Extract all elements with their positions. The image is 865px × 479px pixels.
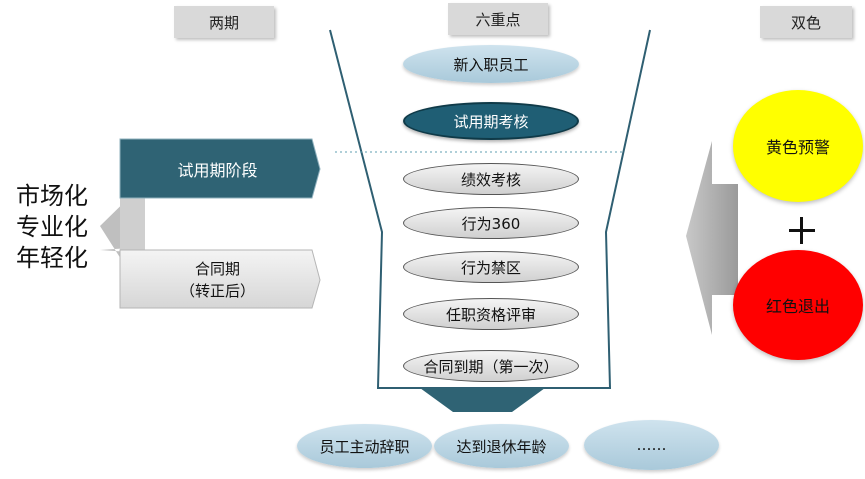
right-arrow-shape — [686, 141, 738, 335]
red-exit-circle: 红色退出 — [733, 250, 863, 360]
label-marketization: 市场化 — [16, 182, 88, 210]
header-six-points-label: 六重点 — [475, 10, 521, 29]
probation-chevron — [119, 138, 321, 199]
red-exit-label: 红色退出 — [765, 297, 830, 316]
yellow-warning-label: 黄色预警 — [765, 138, 830, 157]
header-two-periods-label: 两期 — [208, 13, 239, 32]
ellipsis-ellipse: …… — [584, 420, 719, 470]
contract-stage-line2: （转正后） — [179, 282, 255, 300]
contract-chevron — [119, 249, 321, 309]
header-two-colors: 双色 — [760, 6, 852, 38]
header-two-colors-label: 双色 — [790, 13, 821, 32]
behavior-360-ellipse: 行为360 — [403, 207, 579, 239]
yellow-warning-circle: 黄色预警 — [733, 90, 863, 202]
behavior-forbidden-ellipse: 行为禁区 — [403, 251, 579, 283]
funnel-down-arrow — [420, 388, 545, 412]
contract-expiry-ellipse: 合同到期（第一次） — [403, 350, 579, 382]
voluntary-resignation-ellipse: 员工主动辞职 — [297, 424, 432, 468]
plus-vertical — [800, 217, 803, 244]
label-rejuvenation: 年轻化 — [16, 244, 88, 272]
header-six-points: 六重点 — [448, 3, 548, 35]
performance-review-ellipse: 绩效考核 — [403, 163, 579, 195]
retirement-age-ellipse: 达到退休年龄 — [434, 424, 569, 468]
header-two-periods: 两期 — [174, 6, 274, 38]
contract-stage-label: 合同期 （转正后） — [120, 252, 315, 308]
contract-stage-line1: 合同期 — [194, 260, 240, 278]
probation-assessment-ellipse: 试用期考核 — [403, 102, 579, 140]
probation-stage-label: 试用期阶段 — [177, 160, 258, 180]
new-employee-ellipse: 新入职员工 — [403, 45, 579, 83]
label-professionalization: 专业化 — [16, 213, 88, 241]
qualification-review-ellipse: 任职资格评审 — [403, 298, 579, 330]
